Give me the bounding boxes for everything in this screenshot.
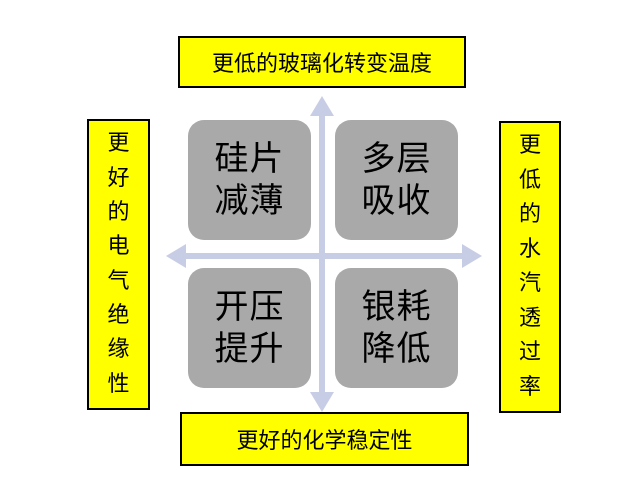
left-label-char: 的 <box>107 199 130 225</box>
quadrant-text-line: 多层 <box>361 139 432 179</box>
quadrant-top-left: 硅片 减薄 <box>188 120 311 240</box>
left-label-char: 好 <box>107 165 130 191</box>
quadrant-top-right: 多层 吸收 <box>335 120 458 240</box>
quadrant-bottom-left: 开压 提升 <box>188 268 311 388</box>
quadrant-text-line: 降低 <box>361 329 432 369</box>
down-arrowhead <box>310 392 334 412</box>
quadrant-text-line: 吸收 <box>361 181 432 221</box>
quadrant-text-line: 硅片 <box>214 139 285 179</box>
quadrant-text-line: 开压 <box>214 287 285 327</box>
quadrant-text-line: 提升 <box>214 329 285 369</box>
top-label-box: 更低的玻璃化转变温度 <box>178 36 466 88</box>
quadrant-text-line: 银耗 <box>361 287 432 327</box>
right-label-char: 透 <box>518 305 541 331</box>
right-arrowhead <box>462 244 482 268</box>
right-label-char: 的 <box>518 202 541 228</box>
left-label-char: 更 <box>107 131 130 157</box>
right-label-char: 率 <box>518 374 541 400</box>
bottom-label: 更好的化学稳定性 <box>236 429 413 454</box>
left-label-char: 缘 <box>107 337 130 363</box>
left-label-char: 性 <box>107 371 130 397</box>
right-label-char: 水 <box>518 236 541 262</box>
left-label-char: 电 <box>107 234 130 260</box>
top-label: 更低的玻璃化转变温度 <box>211 52 432 77</box>
right-label-char: 汽 <box>518 271 541 297</box>
up-arrowhead <box>310 96 334 116</box>
right-label-char: 过 <box>518 340 541 366</box>
right-label-box: 更低的水汽透过率 <box>499 121 561 413</box>
left-label-char: 气 <box>107 268 130 294</box>
left-arrowhead <box>166 244 186 268</box>
left-label-box: 更好的电气绝缘性 <box>87 119 150 410</box>
quadrant-text-line: 减薄 <box>214 181 285 221</box>
bottom-label-box: 更好的化学稳定性 <box>180 412 469 466</box>
right-label-char: 更 <box>518 133 541 159</box>
left-label-char: 绝 <box>107 302 130 328</box>
quadrant-bottom-right: 银耗 降低 <box>335 268 458 388</box>
right-label-char: 低 <box>518 167 541 193</box>
